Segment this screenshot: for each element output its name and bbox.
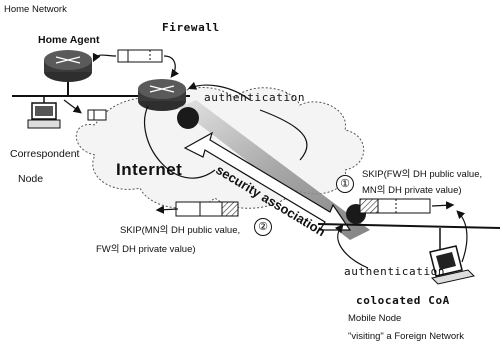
- skip-fw-line1: SKIP(FW의 DH public value,: [362, 166, 482, 180]
- firewall-label: Firewall: [162, 21, 220, 34]
- skip-fw-line2: MN의 DH private value): [362, 182, 462, 196]
- colocated-coa-label: colocated CoA: [356, 294, 450, 307]
- home-agent-label: Home Agent: [38, 34, 99, 46]
- arrow-mobile-up: [458, 212, 467, 262]
- skip-mn-line1: SKIP(MN의 DH public value,: [120, 222, 240, 236]
- arrow-top-left: [94, 55, 116, 60]
- correspondent-label: Correspondent: [10, 148, 79, 160]
- marker-2: ②: [254, 218, 272, 236]
- marker-1: ①: [336, 175, 354, 193]
- arrow-skip-mn: [158, 209, 178, 210]
- packet-skip-mn: [176, 202, 238, 216]
- packet-top: [118, 50, 162, 62]
- packet-correspondent: [88, 110, 106, 120]
- arrow-skip-fw: [432, 205, 452, 206]
- arrow-top-right: [164, 56, 175, 76]
- visiting-label: "visiting" a Foreign Network: [348, 331, 464, 342]
- internet-label: Internet: [116, 160, 182, 180]
- correspondent-computer: [28, 96, 60, 128]
- mobile-node-label: Mobile Node: [348, 313, 401, 324]
- skip-mn-line2: FW의 DH private value): [96, 241, 196, 255]
- home-agent-router: [44, 50, 92, 82]
- home-network-label: Home Network: [4, 4, 67, 15]
- tunnel-endpoint-top: [177, 107, 199, 129]
- firewall-router: [138, 79, 186, 111]
- node-label: Node: [18, 173, 43, 185]
- authentication-top-label: authentication: [204, 91, 305, 104]
- arrow-correspondent: [64, 100, 80, 112]
- authentication-bottom-label: authentication: [344, 265, 445, 278]
- packet-skip-fw: [360, 199, 430, 213]
